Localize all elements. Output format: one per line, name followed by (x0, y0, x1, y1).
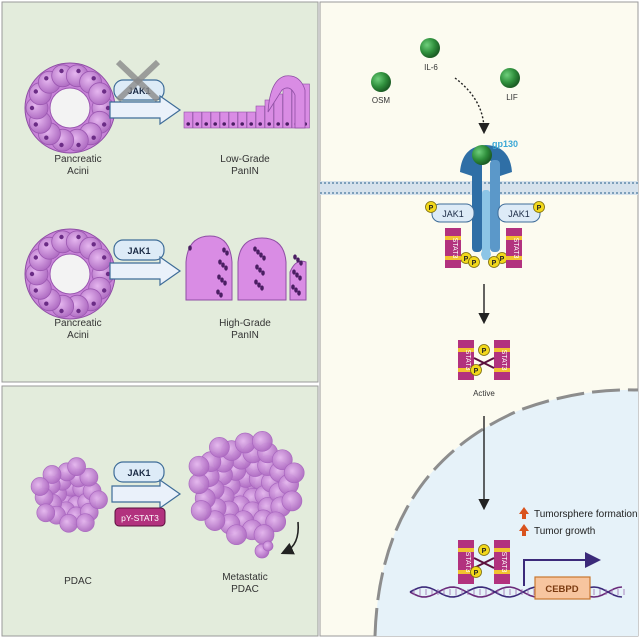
jak1-right: JAK1 (497, 203, 541, 223)
high-grade-panin-tissue (185, 235, 307, 301)
effect-tumorsphere: Tumorsphere formation (519, 507, 638, 520)
cebpd-gene: CEBPD (534, 576, 591, 600)
transcription-start-arrow (523, 552, 601, 586)
stat3-right-membrane: STAT3 (506, 228, 522, 268)
acini-ring-top (24, 62, 116, 154)
ligand-lif-label: LIF (506, 93, 518, 102)
jak1-right-text: JAK1 (508, 209, 530, 219)
nucleus (375, 389, 638, 636)
stat3-left-membrane: STAT3 (445, 228, 461, 268)
svg-text:P: P (464, 256, 469, 263)
nuclear-phospho-group: PP (470, 544, 490, 578)
svg-text:P: P (474, 570, 479, 577)
svg-text:STAT3: STAT3 (512, 238, 519, 259)
row1-from-label: Pancreatic Acini (54, 154, 102, 177)
svg-text:P: P (482, 548, 487, 555)
row3-from-label: PDAC (64, 576, 92, 587)
svg-text:STAT3: STAT3 (464, 552, 471, 573)
jak1-row3-text: JAK1 (127, 468, 150, 478)
row2-from-label: Pancreatic Acini (54, 318, 102, 341)
active-phospho-group: PP (470, 344, 490, 376)
acini-ring-mid (24, 228, 116, 320)
jak1-row3: JAK1 (113, 461, 165, 483)
ligand-binding-arrow (454, 77, 490, 135)
metastatic-pdac-cluster (188, 430, 305, 559)
pdac-cluster (30, 457, 108, 533)
arrow-row2 (109, 255, 182, 287)
svg-text:P: P (482, 348, 487, 355)
py-stat3-badge: pY-STAT3 (114, 507, 166, 527)
jak1-left: JAK1 (431, 203, 475, 223)
svg-text:P: P (492, 260, 497, 267)
jak1-row2-text: JAK1 (127, 246, 150, 256)
jak1-row1-text: JAK1 (127, 86, 150, 96)
effect-tumor-growth: Tumor growth (519, 524, 595, 537)
metastasis-arrow (280, 521, 300, 555)
row3-to-label: Metastatic PDAC (222, 572, 268, 595)
svg-text:P: P (429, 205, 434, 212)
row2-to-label: High-Grade PanIN (219, 318, 271, 341)
block-x-icon (115, 59, 161, 103)
row1-to-label: Low-Grade PanIN (220, 154, 270, 177)
arrow-row1 (109, 94, 182, 126)
jak1-left-text: JAK1 (442, 209, 464, 219)
cebpd-text: CEBPD (545, 584, 578, 595)
bound-ligand (472, 145, 492, 165)
svg-text:STAT3: STAT3 (500, 552, 507, 573)
svg-text:P: P (500, 256, 505, 263)
py-stat3-text: pY-STAT3 (121, 513, 159, 523)
active-label: Active (473, 389, 495, 398)
svg-text:STAT3: STAT3 (500, 350, 507, 371)
svg-text:P: P (537, 205, 542, 212)
effect-tumor-growth-text: Tumor growth (534, 526, 595, 537)
effect-tumorsphere-text: Tumorsphere formation (534, 509, 638, 520)
nuclear-envelope (373, 388, 639, 637)
jak1-row2: JAK1 (113, 239, 165, 261)
svg-text:P: P (472, 260, 477, 267)
svg-text:STAT3: STAT3 (451, 238, 458, 259)
ligand-il6-label: IL-6 (424, 63, 438, 72)
svg-text:STAT3: STAT3 (464, 350, 471, 371)
arrow-row3 (111, 478, 182, 510)
il6-ligand (420, 38, 440, 58)
nuclear-stat3-dimer: STAT3 STAT3 (458, 540, 510, 584)
lif-ligand (500, 68, 520, 88)
receptor-label: gp130 (492, 139, 518, 149)
low-grade-panin-tissue (183, 75, 310, 129)
gp130-receptor (460, 145, 512, 260)
ligand-osm-label: OSM (372, 96, 391, 105)
osm-ligand (371, 72, 391, 92)
svg-text:P: P (474, 368, 479, 375)
